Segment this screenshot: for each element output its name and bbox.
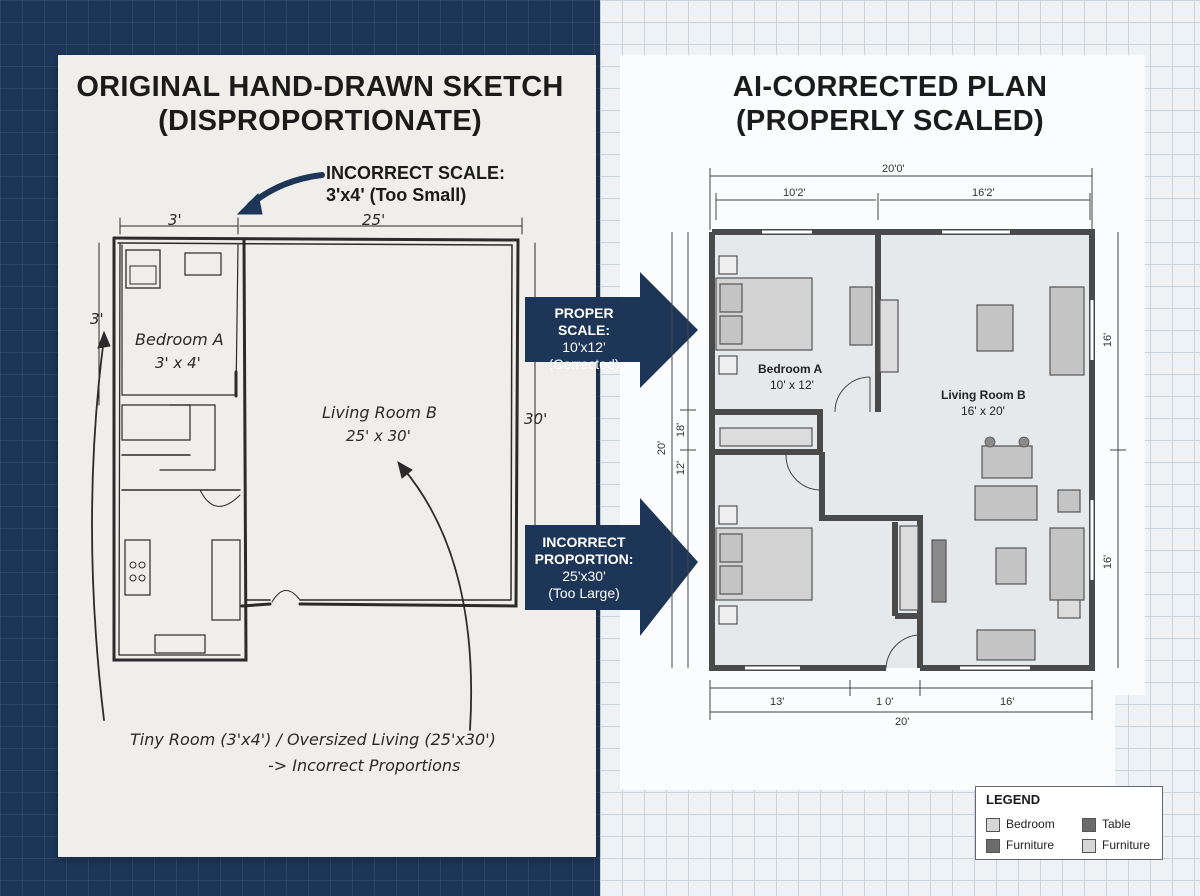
legend-label-furniture-dark: Furniture xyxy=(1006,838,1055,852)
legend-item-table: Table xyxy=(1082,817,1131,832)
plan-dim-left-total-label: 20' xyxy=(656,440,669,456)
sketch-room-a-name: Bedroom A xyxy=(135,330,224,349)
legend-title: LEGEND xyxy=(986,792,1041,807)
plan-dim-bottom-a-label: 13' xyxy=(770,696,785,708)
incorrect-line4: (Too Large) xyxy=(548,585,620,601)
plan-dim-bottom-total-label: 20' xyxy=(895,716,910,728)
legend: LEGEND Bedroom Table Furniture Furniture xyxy=(975,786,1163,860)
incorrect-scale-callout: INCORRECT SCALE: 3'x4' (Too Small) xyxy=(326,162,505,206)
sketch-arrow-left xyxy=(91,337,105,721)
plan-dim-top-left-label: 10'2' xyxy=(783,187,806,199)
plan-sofa-bottom xyxy=(976,629,1036,661)
plan-wall-closet xyxy=(712,409,823,455)
sketch-dim-right: 30' xyxy=(524,410,548,428)
proper-line1: PROPER SCALE: xyxy=(554,305,614,338)
legend-item-furniture-light: Furniture xyxy=(1082,838,1150,853)
proper-scale-arrow xyxy=(525,272,698,388)
legend-swatch-table xyxy=(1082,817,1096,832)
left-title-line1: ORIGINAL HAND-DRAWN SKETCH xyxy=(76,71,564,103)
plan-sheet-extension xyxy=(620,690,1115,790)
plan-dim-bottom-b-label: 1 0' xyxy=(876,696,894,708)
sketch-room-b-size: 25' x 30' xyxy=(346,427,411,445)
plan-room-b-name: Living Room B xyxy=(941,388,1026,402)
sketch-bed xyxy=(125,249,161,289)
callout-line1: INCORRECT SCALE: xyxy=(326,163,505,183)
callout-line2: 3'x4' (Too Small) xyxy=(326,185,467,205)
plan-side-table xyxy=(995,547,1027,585)
sketch-dim-left: 3' xyxy=(90,310,104,328)
sketch-outer-wall-b xyxy=(112,236,248,662)
proper-line3: (Corrected) xyxy=(548,356,620,372)
plan-lamp-a xyxy=(718,255,738,275)
sketch-arrow-right xyxy=(402,467,473,731)
legend-label-bedroom: Bedroom xyxy=(1006,817,1055,831)
incorrect-proportion-arrow xyxy=(525,498,698,636)
incorrect-line2: PROPORTION: xyxy=(534,551,634,567)
sketch-closet xyxy=(121,404,191,441)
sketch-room-b-name: Living Room B xyxy=(322,403,437,422)
left-title-line2: (DISPROPORTIONATE) xyxy=(158,105,482,137)
sketch-stove xyxy=(124,539,151,596)
incorrect-line3: 25'x30' xyxy=(562,568,606,584)
right-title: AI-CORRECTED PLAN (PROPERLY SCALED) xyxy=(640,70,1140,138)
proper-line2: 10'x12' xyxy=(562,339,606,355)
plan-tv xyxy=(931,539,947,603)
legend-label-furniture-light: Furniture xyxy=(1102,838,1151,852)
proper-scale-label: PROPER SCALE: 10'x12' (Corrected) xyxy=(528,305,640,373)
door-swing-bedroom-a xyxy=(834,376,871,413)
left-title: ORIGINAL HAND-DRAWN SKETCH (DISPROPORTIO… xyxy=(60,70,580,138)
plan-tv-console xyxy=(879,299,899,373)
legend-swatch-furniture-dark xyxy=(986,838,1000,853)
incorrect-proportion-label: INCORRECT PROPORTION: 25'x30' (Too Large… xyxy=(528,534,640,602)
sketch-paper xyxy=(58,55,596,857)
plan-coffee-table xyxy=(976,304,1014,352)
door-swing-hall xyxy=(785,454,822,491)
sketch-counter xyxy=(154,634,206,654)
legend-item-bedroom: Bedroom xyxy=(986,817,1055,832)
legend-swatch-bedroom xyxy=(986,817,1000,832)
plan-sofa-mid xyxy=(974,485,1038,521)
plan-dim-bottom-c-label: 16' xyxy=(1000,696,1015,708)
plan-dim-top-right-label: 16'2' xyxy=(972,187,995,199)
right-title-line1: AI-CORRECTED PLAN xyxy=(732,71,1048,103)
sketch-dim-top-small: 3' xyxy=(168,211,182,229)
sketch-note-line1: Tiny Room (3'x4') / Oversized Living (25… xyxy=(130,730,496,749)
legend-item-furniture-dark: Furniture xyxy=(986,838,1054,853)
plan-room-b-size: 16' x 20' xyxy=(961,404,1005,418)
plan-dim-left-b-label: 12' xyxy=(675,460,688,476)
plan-sofa-right-lower xyxy=(1049,527,1085,601)
plan-outer-wall-left xyxy=(709,232,886,671)
sketch-note-line2: -> Incorrect Proportions xyxy=(268,756,461,775)
plan-dim-top-total-label: 20'0' xyxy=(882,163,905,175)
sketch-desk xyxy=(184,252,222,276)
plan-room-a-size: 10' x 12' xyxy=(770,378,814,392)
plan-sofa-right xyxy=(1049,286,1085,376)
plan-dresser-a xyxy=(849,286,873,346)
plan-wall-hall xyxy=(819,452,923,668)
sketch-bedroom-a-wall xyxy=(121,244,239,396)
right-title-line2: (PROPERLY SCALED) xyxy=(735,105,1045,137)
plan-dining-table xyxy=(981,445,1033,479)
plan-dim-left-a-label: 18' xyxy=(675,422,688,438)
callout-arrowhead xyxy=(236,192,263,215)
incorrect-line1: INCORRECT xyxy=(542,534,626,550)
legend-label-table: Table xyxy=(1102,817,1131,831)
door-swing-entry xyxy=(885,634,919,669)
legend-swatch-furniture-light xyxy=(1082,838,1096,853)
plan-dim-right-lower-label: 16' xyxy=(1102,554,1115,570)
plan-dim-right-upper-label: 16' xyxy=(1102,332,1115,348)
plan-closet-shelf xyxy=(719,427,813,447)
plan-room-a-name: Bedroom A xyxy=(758,362,823,376)
sketch-dim-top-large: 25' xyxy=(362,211,386,229)
sketch-room-a-size: 3' x 4' xyxy=(155,354,201,372)
